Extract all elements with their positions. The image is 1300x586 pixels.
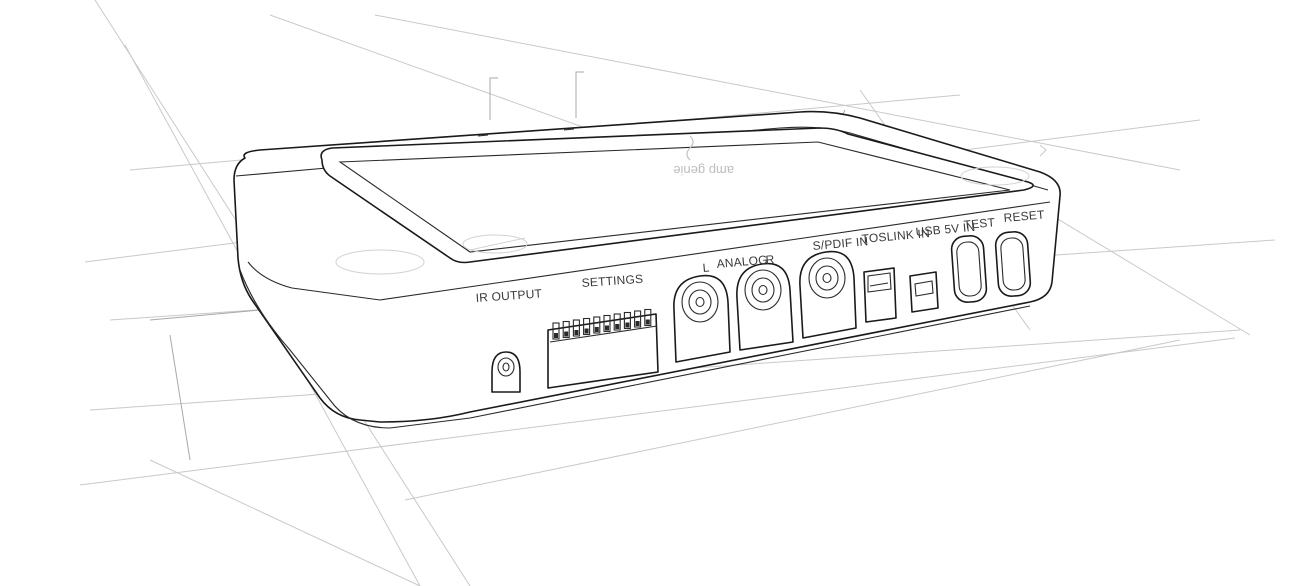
dip-switch-lever[interactable] xyxy=(562,320,570,339)
logo-mark-icon xyxy=(686,135,694,161)
dip-switch-knob xyxy=(564,331,569,337)
label-test: TEST xyxy=(963,215,996,232)
dip-switch-knob xyxy=(625,322,630,328)
label-ir-output: IR OUTPUT xyxy=(475,286,543,305)
dip-switch-lever[interactable] xyxy=(603,314,611,333)
dip-switch-lever[interactable] xyxy=(572,319,580,337)
ir-output-jack[interactable] xyxy=(491,351,521,393)
dip-switch-knob xyxy=(605,325,609,331)
dip-switch-knob xyxy=(554,333,558,338)
port-labels: IR OUTPUT SETTINGS L ANALOG R S/PDIF IN … xyxy=(475,207,1045,305)
label-usb-in: USB 5V IN xyxy=(915,220,976,239)
dip-switch-knob xyxy=(635,321,640,326)
device-body xyxy=(233,110,1061,429)
label-analog: ANALOG xyxy=(716,253,768,271)
dip-switch-lever[interactable] xyxy=(593,316,601,334)
dip-switch-knob xyxy=(574,330,579,335)
reset-button[interactable] xyxy=(994,231,1032,297)
dip-switch-lever[interactable] xyxy=(613,313,621,331)
settings-dip-switch[interactable] xyxy=(547,308,659,389)
logo-text: amp genie xyxy=(673,163,734,178)
dip-switch-lever[interactable] xyxy=(634,310,642,328)
logo: amp genie xyxy=(673,135,734,178)
dip-switch-knob xyxy=(645,319,650,325)
dip-switch-knob xyxy=(615,324,620,329)
label-reset: RESET xyxy=(1003,207,1046,225)
dip-switch-lever[interactable] xyxy=(644,308,652,327)
dip-switch-knob xyxy=(584,328,589,334)
dip-switch-knob xyxy=(594,327,599,332)
label-settings: SETTINGS xyxy=(581,272,643,290)
toslink-port[interactable] xyxy=(863,267,897,323)
dip-switch-lever[interactable] xyxy=(583,317,591,336)
usb-port[interactable] xyxy=(909,271,939,313)
rca-left-jack[interactable] xyxy=(673,274,731,363)
dip-switch-lever[interactable] xyxy=(552,322,560,340)
label-analog-right: R xyxy=(765,252,775,267)
label-spdif-in: S/PDIF IN xyxy=(812,234,869,253)
rca-right-jack[interactable] xyxy=(736,262,794,351)
spdif-jack[interactable] xyxy=(799,250,857,339)
dip-switch-lever[interactable] xyxy=(623,311,631,330)
label-analog-left: L xyxy=(702,260,710,275)
label-toslink-in: TOSLINK IN xyxy=(861,226,930,246)
test-button[interactable] xyxy=(950,235,988,303)
